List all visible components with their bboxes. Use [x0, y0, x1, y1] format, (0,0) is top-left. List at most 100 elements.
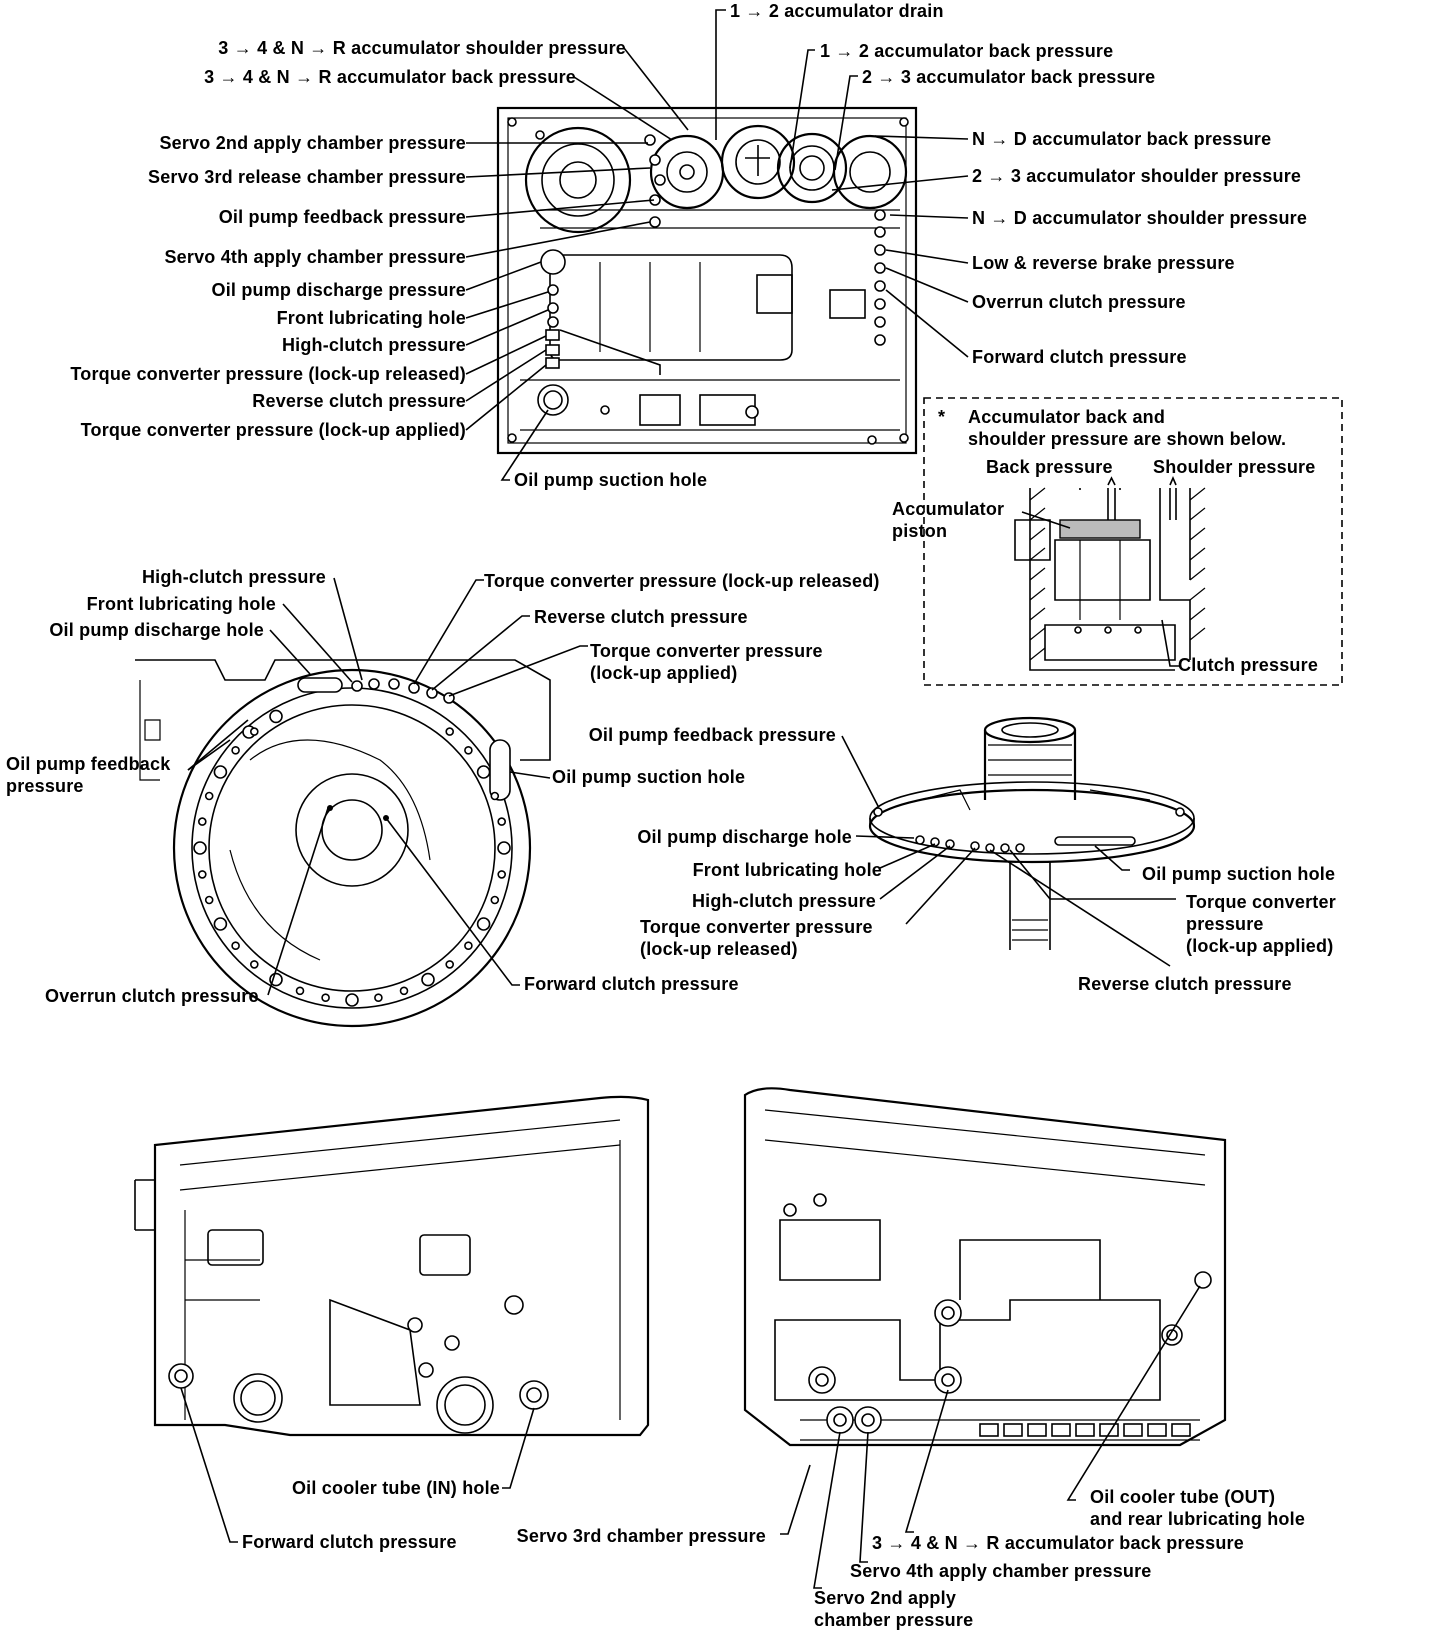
- label-forward-clutch: Forward clutch pressure: [972, 347, 1187, 367]
- label-pump-discharge: Oil pump discharge hole: [637, 827, 852, 847]
- case-slot: [1027, 1423, 1047, 1437]
- housing-bolt-hole: [497, 841, 511, 855]
- case-right-illustration: [743, 1087, 1227, 1447]
- housing-bolt-hole: [345, 993, 359, 1007]
- label-housing-tc-applied: Torque converter pressure (lock-up appli…: [590, 641, 823, 683]
- label-housing-high-clutch: High-clutch pressure: [141, 567, 326, 587]
- label-pump-high-clutch: High-clutch pressure: [691, 891, 876, 911]
- label-23-accumulator-back: 2 → 3 accumulator back pressure: [862, 67, 1156, 87]
- label-overrun-clutch: Overrun clutch pressure: [972, 292, 1186, 312]
- label-nd-accumulator-back: N → D accumulator back pressure: [972, 129, 1272, 149]
- label-case-forward: Forward clutch pressure: [242, 1532, 457, 1552]
- label-shoulder-pressure: Shoulder pressure: [1153, 457, 1316, 477]
- label-nd-accumulator-shoulder: N → D accumulator shoulder pressure: [972, 208, 1308, 228]
- housing-leaders: [187, 577, 588, 996]
- label-oil-pump-feedback: Oil pump feedback pressure: [218, 207, 466, 227]
- label-case-acc-back: 3 → 4 & N → R accumulator back pressure: [872, 1533, 1244, 1553]
- housing-bolt-hole: [476, 917, 491, 931]
- label-servo-2nd-apply: Servo 2nd apply chamber pressure: [159, 133, 466, 153]
- note-text: Accumulator back and shoulder pressure a…: [968, 407, 1287, 449]
- label-34-accumulator-back: 3 → 4 & N → R accumulator back pressure: [204, 67, 576, 87]
- housing-bolt-hole: [476, 765, 491, 779]
- housing-bolt-hole: [204, 895, 214, 905]
- case-slot: [1075, 1423, 1095, 1437]
- label-servo-4th-apply: Servo 4th apply chamber pressure: [164, 247, 466, 267]
- label-case-servo-2nd: Servo 2nd apply chamber pressure: [814, 1588, 974, 1630]
- label-high-clutch: High-clutch pressure: [281, 335, 466, 355]
- label-tc-released: Torque converter pressure (lock-up relea…: [70, 364, 466, 384]
- label-housing-overrun: Overrun clutch pressure: [45, 986, 259, 1006]
- label-pump-feedback: Oil pump feedback pressure: [588, 725, 836, 745]
- label-oil-pump-suction: Oil pump suction hole: [514, 470, 708, 490]
- housing-bolt-hole: [231, 941, 240, 951]
- housing-bolt-hole: [198, 870, 207, 879]
- label-housing-discharge: Oil pump discharge hole: [49, 620, 264, 640]
- label-12-accumulator-back: 1 → 2 accumulator back pressure: [820, 41, 1114, 61]
- housing-bolt-hole: [421, 972, 435, 987]
- housing-bolt-hole: [231, 745, 240, 755]
- case-slot: [1051, 1423, 1071, 1437]
- housing-bolt-hole: [321, 993, 330, 1003]
- label-tc-applied: Torque converter pressure (lock-up appli…: [80, 420, 466, 440]
- label-housing-tc-released: Torque converter pressure (lock-up relea…: [484, 571, 880, 591]
- valve-body-illustration: [496, 106, 918, 455]
- housing-bolt-hole: [269, 972, 283, 987]
- housing-bolt-hole: [445, 960, 455, 969]
- housing-bolt-hole: [490, 791, 500, 801]
- label-servo-3rd: Servo 3rd chamber pressure: [516, 1526, 766, 1546]
- label-housing-front-lube: Front lubricating hole: [86, 594, 276, 614]
- housing-bolt-hole: [464, 745, 473, 755]
- case-slot: [979, 1423, 999, 1437]
- label-low-reverse-brake: Low & reverse brake pressure: [972, 253, 1235, 273]
- case-slot: [1123, 1423, 1143, 1437]
- housing-front-illustration: [135, 659, 551, 1028]
- label-34-accumulator-shoulder: 3 → 4 & N → R accumulator shoulder press…: [218, 38, 626, 58]
- label-12-accumulator-drain: 1 → 2 accumulator drain: [730, 1, 944, 21]
- case-slot: [1003, 1423, 1023, 1437]
- housing-bolt-hole: [497, 817, 507, 826]
- label-housing-reverse: Reverse clutch pressure: [534, 607, 748, 627]
- label-pump-suction: Oil pump suction hole: [1142, 864, 1336, 884]
- housing-bolt-hole: [490, 895, 500, 905]
- label-accumulator-piston: Accumulator piston: [892, 499, 1005, 541]
- label-cooler-out: Oil cooler tube (OUT) and rear lubricati…: [1090, 1487, 1306, 1529]
- housing-bolt-hole: [198, 817, 207, 826]
- accumulator-inset: [923, 397, 1343, 686]
- note-marker: *: [938, 407, 946, 427]
- housing-bolt-hole: [193, 841, 207, 855]
- oil-pump-leaders: [841, 735, 1176, 967]
- label-pump-front-lube: Front lubricating hole: [692, 860, 882, 880]
- label-housing-feedback: Oil pump feedback pressure: [6, 754, 171, 796]
- label-oil-pump-discharge: Oil pump discharge pressure: [211, 280, 466, 300]
- housing-bolt-hole: [464, 941, 473, 951]
- label-23-accumulator-shoulder: 2 → 3 accumulator shoulder pressure: [972, 166, 1302, 186]
- label-back-pressure: Back pressure: [986, 457, 1113, 477]
- oil-pump-illustration: [868, 716, 1196, 950]
- housing-bolt-hole: [295, 986, 305, 996]
- label-housing-suction: Oil pump suction hole: [552, 767, 746, 787]
- housing-bolt-hole: [213, 765, 228, 779]
- case-left-leaders: [180, 1387, 811, 1543]
- label-reverse-clutch: Reverse clutch pressure: [252, 391, 466, 411]
- label-pump-tc-released: Torque converter pressure (lock-up relea…: [640, 917, 873, 959]
- housing-bolt-hole: [374, 993, 383, 1003]
- housing-bolt-hole: [213, 917, 228, 931]
- housing-bolt-hole: [250, 960, 259, 969]
- housing-bolt-hole: [445, 727, 455, 736]
- housing-bolt-hole: [399, 986, 409, 996]
- valve-body-leaders: [465, 9, 969, 481]
- case-slot: [1171, 1423, 1191, 1437]
- case-right-leaders: [813, 1285, 1201, 1589]
- housing-bolt-hole: [269, 709, 283, 724]
- label-front-lubricating: Front lubricating hole: [276, 308, 466, 328]
- label-cooler-in: Oil cooler tube (IN) hole: [291, 1478, 500, 1498]
- label-pump-tc-applied: Torque converter pressure (lock-up appli…: [1186, 892, 1336, 956]
- label-clutch-pressure: Clutch pressure: [1178, 655, 1319, 675]
- label-servo-3rd-release: Servo 3rd release chamber pressure: [148, 167, 466, 187]
- housing-bolt-hole: [497, 870, 507, 879]
- housing-bolt-hole: [250, 727, 259, 736]
- label-housing-forward: Forward clutch pressure: [524, 974, 739, 994]
- label-pump-reverse: Reverse clutch pressure: [1078, 974, 1292, 994]
- housing-bolt-hole: [204, 791, 214, 801]
